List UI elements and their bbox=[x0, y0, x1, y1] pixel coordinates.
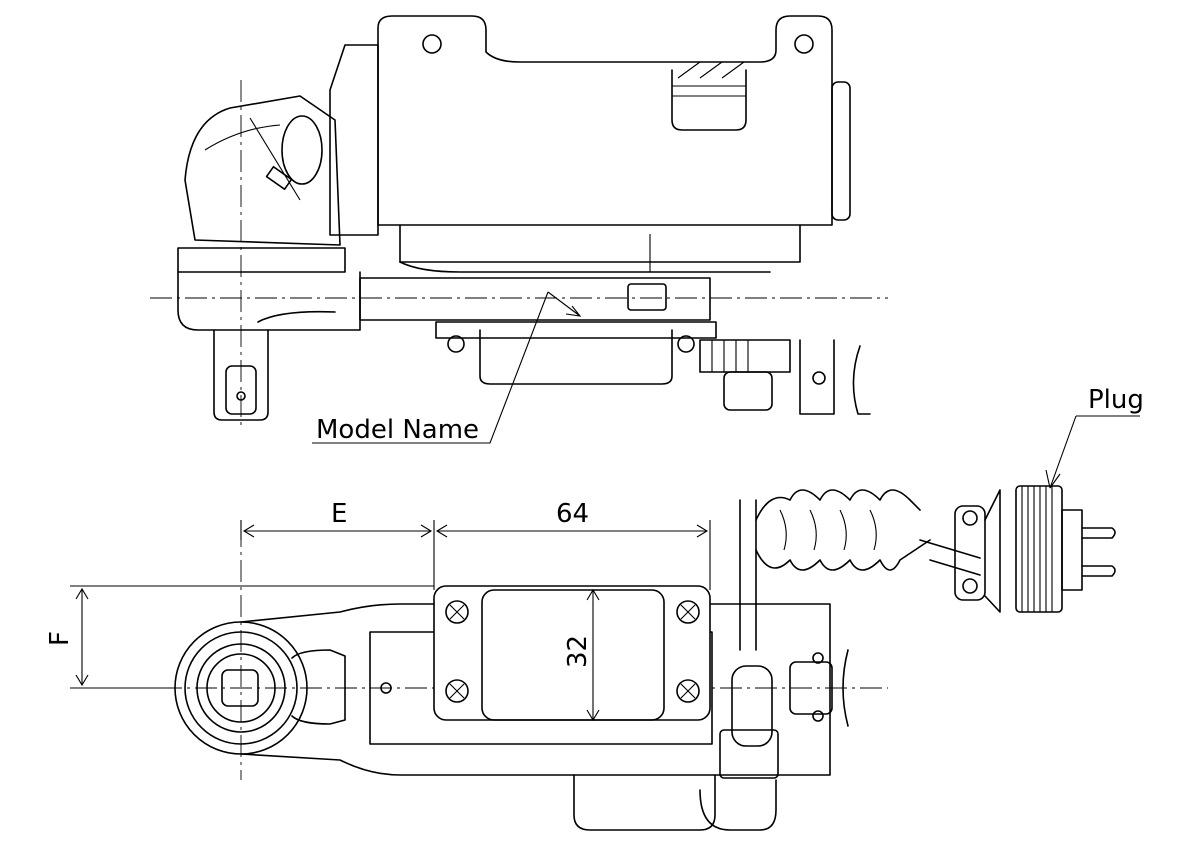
screw-icon bbox=[445, 600, 700, 703]
dimension-e-label: E bbox=[331, 499, 347, 529]
plan-view: Plug E 64 32 F bbox=[45, 385, 1144, 831]
dimension-32-label: 32 bbox=[563, 635, 593, 668]
side-view: Model Name bbox=[150, 15, 888, 445]
dimension-f-label: F bbox=[45, 631, 75, 646]
plug-label: Plug bbox=[1088, 385, 1144, 415]
dimension-64-label: 64 bbox=[556, 499, 589, 529]
model-name-label: Model Name bbox=[316, 415, 479, 445]
